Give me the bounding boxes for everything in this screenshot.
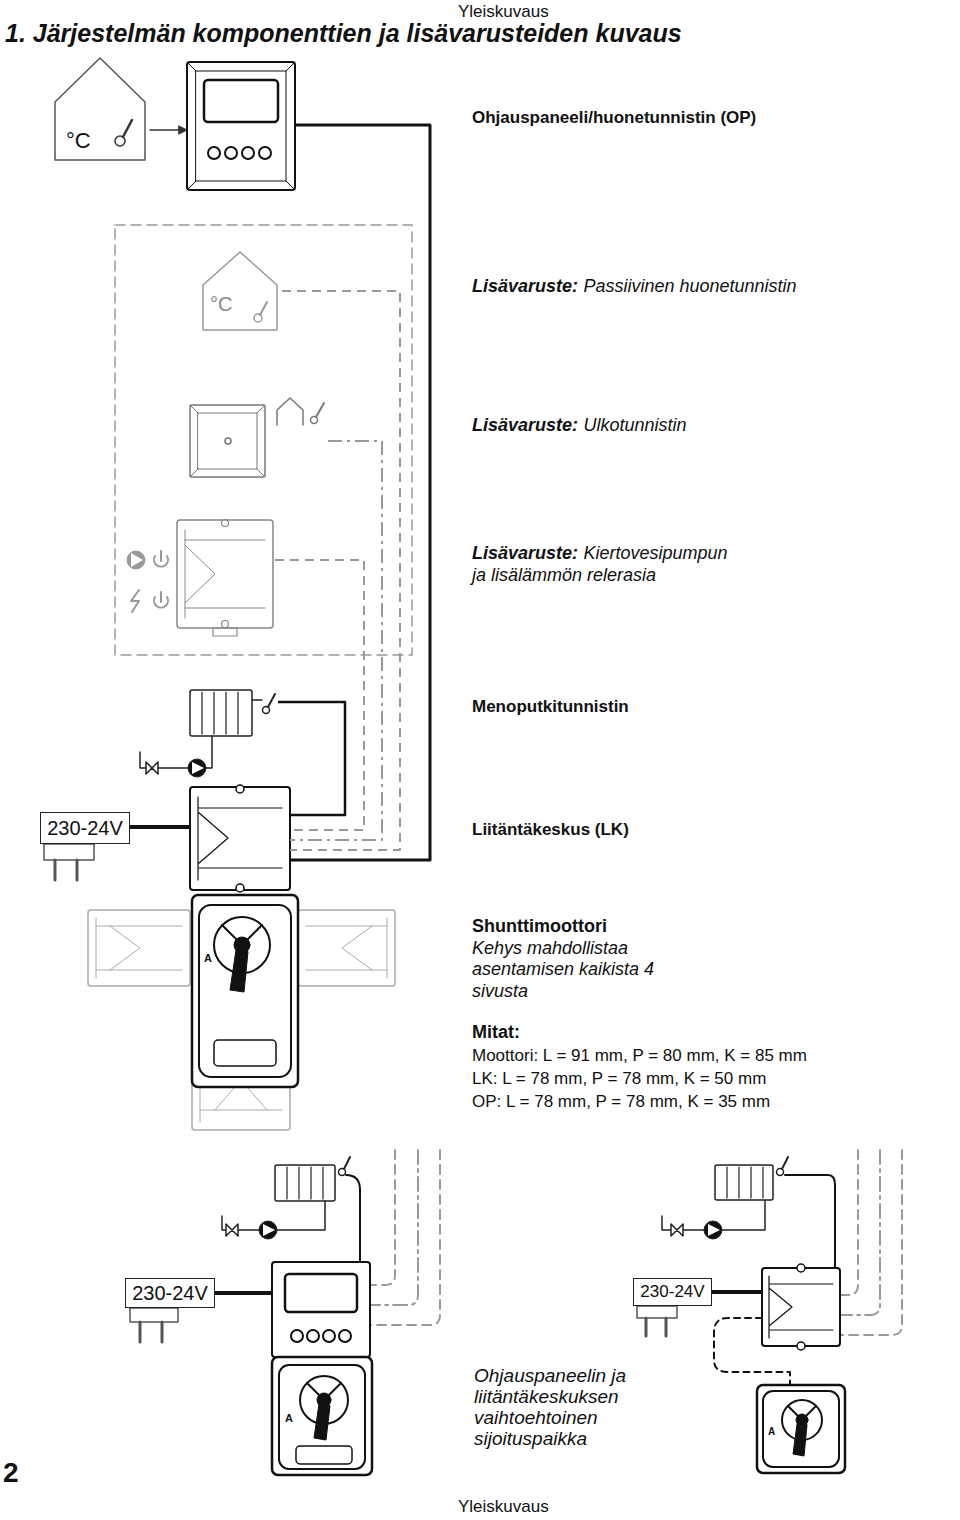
outdoor-sensor: Lisävaruste:Ulkotunnistin bbox=[188, 396, 328, 478]
wire bbox=[282, 291, 400, 850]
title-holder: 1. Järjestelmän komponenttien ja lisävar… bbox=[5, 18, 682, 48]
voltage-label: 230-24V bbox=[47, 816, 123, 840]
component-name: Lisävaruste: bbox=[472, 415, 578, 435]
label-holder: Liitäntäkeskus (LK) bbox=[472, 820, 629, 840]
dimension: LK: L = 78 mm, P = 78 mm, K = 50 mm bbox=[472, 1069, 766, 1089]
running-header: Yleiskuvaus bbox=[458, 2, 549, 22]
arrow-head bbox=[179, 126, 187, 134]
component-name: Menoputkitunnistin bbox=[472, 697, 629, 717]
note: Ohjauspaneelin ja liitäntäkeskuksen vaih… bbox=[474, 1366, 654, 1450]
label-holder: Lisävaruste:Kiertovesipumpun ja lisälämm… bbox=[472, 543, 740, 586]
page-title: 1. Järjestelmän komponenttien ja lisävar… bbox=[5, 18, 682, 48]
label-holder: Menoputkitunnistin bbox=[472, 697, 629, 717]
panel-illustration bbox=[272, 1262, 370, 1357]
dimension: OP: L = 78 mm, P = 78 mm, K = 35 mm bbox=[472, 1092, 770, 1112]
motor-illustration bbox=[192, 895, 298, 1087]
label-holder: Ohjauspaneeli/huonetunnistin (OP) bbox=[472, 108, 756, 128]
outdoor-sensor-illustration bbox=[190, 398, 324, 477]
flow-sensor: Menoputkitunnistin bbox=[188, 686, 278, 738]
wire bbox=[705, 1150, 902, 1385]
label-holder: LK: L = 78 mm, P = 78 mm, K = 50 mm bbox=[472, 1069, 766, 1089]
wire bbox=[290, 125, 430, 860]
component-note: Passiivinen huonetunnistin bbox=[583, 276, 796, 296]
label-holder: Lisävaruste:Passiivinen huonetunnistin bbox=[472, 276, 892, 298]
power-plug: 230-24V bbox=[40, 812, 130, 844]
label-holder: OP: L = 78 mm, P = 78 mm, K = 35 mm bbox=[472, 1092, 770, 1112]
page-number: 2 bbox=[3, 1456, 19, 1490]
room-sensor: Lisävaruste:Passiivinen huonetunnistin bbox=[200, 250, 282, 332]
house-icon bbox=[55, 58, 145, 160]
wire bbox=[290, 441, 382, 840]
component-name: Lisävaruste: bbox=[472, 276, 578, 296]
label-holder: Lisävaruste:Ulkotunnistin bbox=[472, 415, 892, 437]
relay-icons bbox=[127, 551, 168, 612]
component-name: Liitäntäkeskus (LK) bbox=[472, 820, 629, 840]
plug-illustration bbox=[44, 844, 94, 880]
power-plug: 230-24V bbox=[633, 1278, 712, 1306]
label-holder: A bbox=[285, 1412, 293, 1425]
motor-illustration bbox=[757, 1385, 845, 1473]
panel-illustration bbox=[187, 62, 295, 190]
plug-illustration bbox=[637, 1306, 677, 1336]
dimensions-heading: Mitat: bbox=[472, 1022, 520, 1044]
radiator-illustration bbox=[222, 1157, 350, 1239]
label-holder: A bbox=[768, 1426, 775, 1438]
label-holder: Mitat: bbox=[472, 1022, 520, 1044]
terminal-mark: A bbox=[768, 1426, 775, 1438]
label-holder: Yleiskuvaus bbox=[458, 1497, 549, 1517]
component-note: Kehys mahdollistaa asentamisen kaikista … bbox=[472, 938, 687, 1003]
component-name: Ohjauspaneeli/huonetunnistin (OP) bbox=[472, 108, 756, 128]
radiator-illustration bbox=[140, 690, 275, 777]
radiator-illustration bbox=[662, 1157, 788, 1239]
unit-symbol: °C bbox=[210, 292, 232, 316]
voltage-label: 230-24V bbox=[640, 1282, 704, 1302]
house-icon bbox=[203, 252, 277, 330]
junction-box: Liitäntäkeskus (LK) bbox=[190, 787, 290, 890]
control-panel: Ohjauspaneeli/huonetunnistin (OP) bbox=[187, 62, 295, 190]
terminal-mark: A bbox=[204, 952, 212, 965]
motor-illustration bbox=[272, 1357, 372, 1475]
junction-box-illustration bbox=[190, 785, 290, 892]
label-holder: 2 bbox=[3, 1456, 19, 1490]
running-footer: Yleiskuvaus bbox=[458, 1497, 549, 1517]
unit-symbol: °C bbox=[66, 128, 91, 154]
label-holder: °C bbox=[210, 292, 232, 316]
voltage-label: 230-24V bbox=[132, 1281, 208, 1305]
component-name: Shunttimoottori bbox=[472, 916, 687, 938]
wire bbox=[275, 560, 364, 830]
wire bbox=[278, 702, 345, 815]
label-holder: A bbox=[204, 952, 212, 965]
label-holder: ShunttimoottoriKehys mahdollistaa asenta… bbox=[472, 916, 687, 1002]
terminal-mark: A bbox=[285, 1412, 293, 1425]
label-holder: Moottori: L = 91 mm, P = 80 mm, K = 85 m… bbox=[472, 1046, 807, 1066]
sensor-symbol bbox=[260, 302, 267, 315]
relay-box: Lisävaruste:Kiertovesipumpun ja lisälämm… bbox=[120, 518, 275, 630]
junction-box-illustration bbox=[762, 1264, 840, 1350]
power-plug: 230-24V bbox=[125, 1278, 215, 1308]
component-note: Ulkotunnistin bbox=[583, 415, 686, 435]
arrow-line bbox=[150, 129, 180, 131]
wire bbox=[130, 825, 190, 829]
label-holder: Yleiskuvaus bbox=[458, 2, 549, 22]
dimension: Moottori: L = 91 mm, P = 80 mm, K = 85 m… bbox=[472, 1046, 807, 1066]
label-holder: Ohjauspaneelin ja liitäntäkeskuksen vaih… bbox=[474, 1366, 654, 1450]
relay-box-illustration bbox=[177, 520, 273, 637]
sensor-symbol bbox=[123, 120, 132, 137]
component-name: Lisävaruste: bbox=[472, 543, 578, 563]
label-holder: °C bbox=[66, 128, 91, 154]
shunt-motor: ShunttimoottoriKehys mahdollistaa asenta… bbox=[192, 895, 298, 1087]
plug-illustration bbox=[130, 1308, 178, 1342]
